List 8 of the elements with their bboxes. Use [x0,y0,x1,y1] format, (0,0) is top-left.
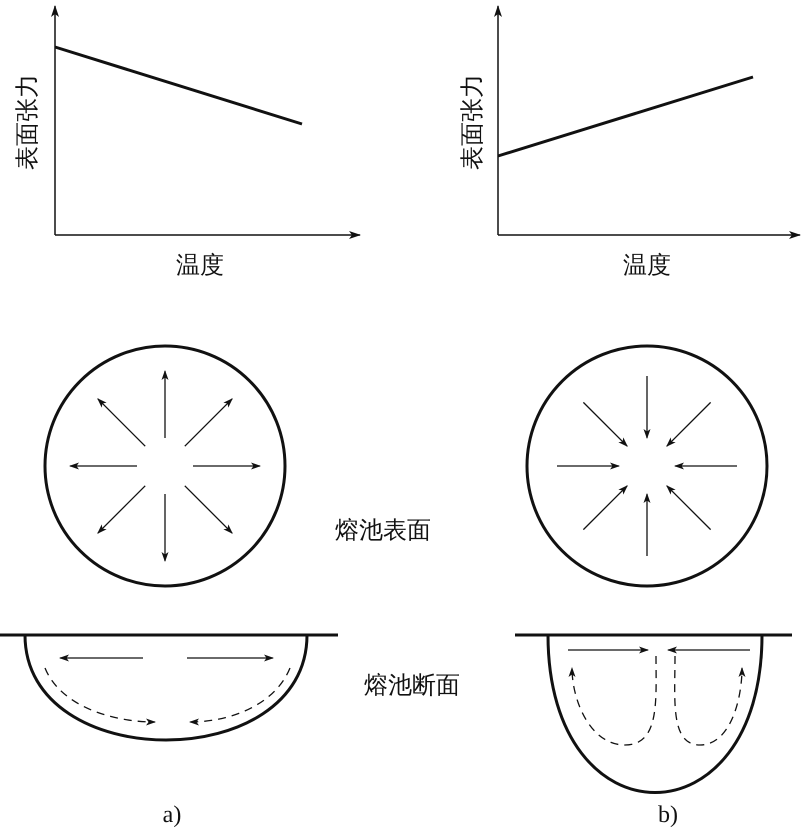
panel-label: a) [162,803,182,827]
axis-label: 表面张力 [15,74,39,170]
axis-label: 温度 [176,253,224,277]
axis-label: 表面张力 [460,74,484,170]
panel-label: b) [658,803,678,827]
row-label: 熔池表面 [335,518,431,542]
row-label: 熔池断面 [364,673,460,697]
axis-label: 温度 [623,253,671,277]
